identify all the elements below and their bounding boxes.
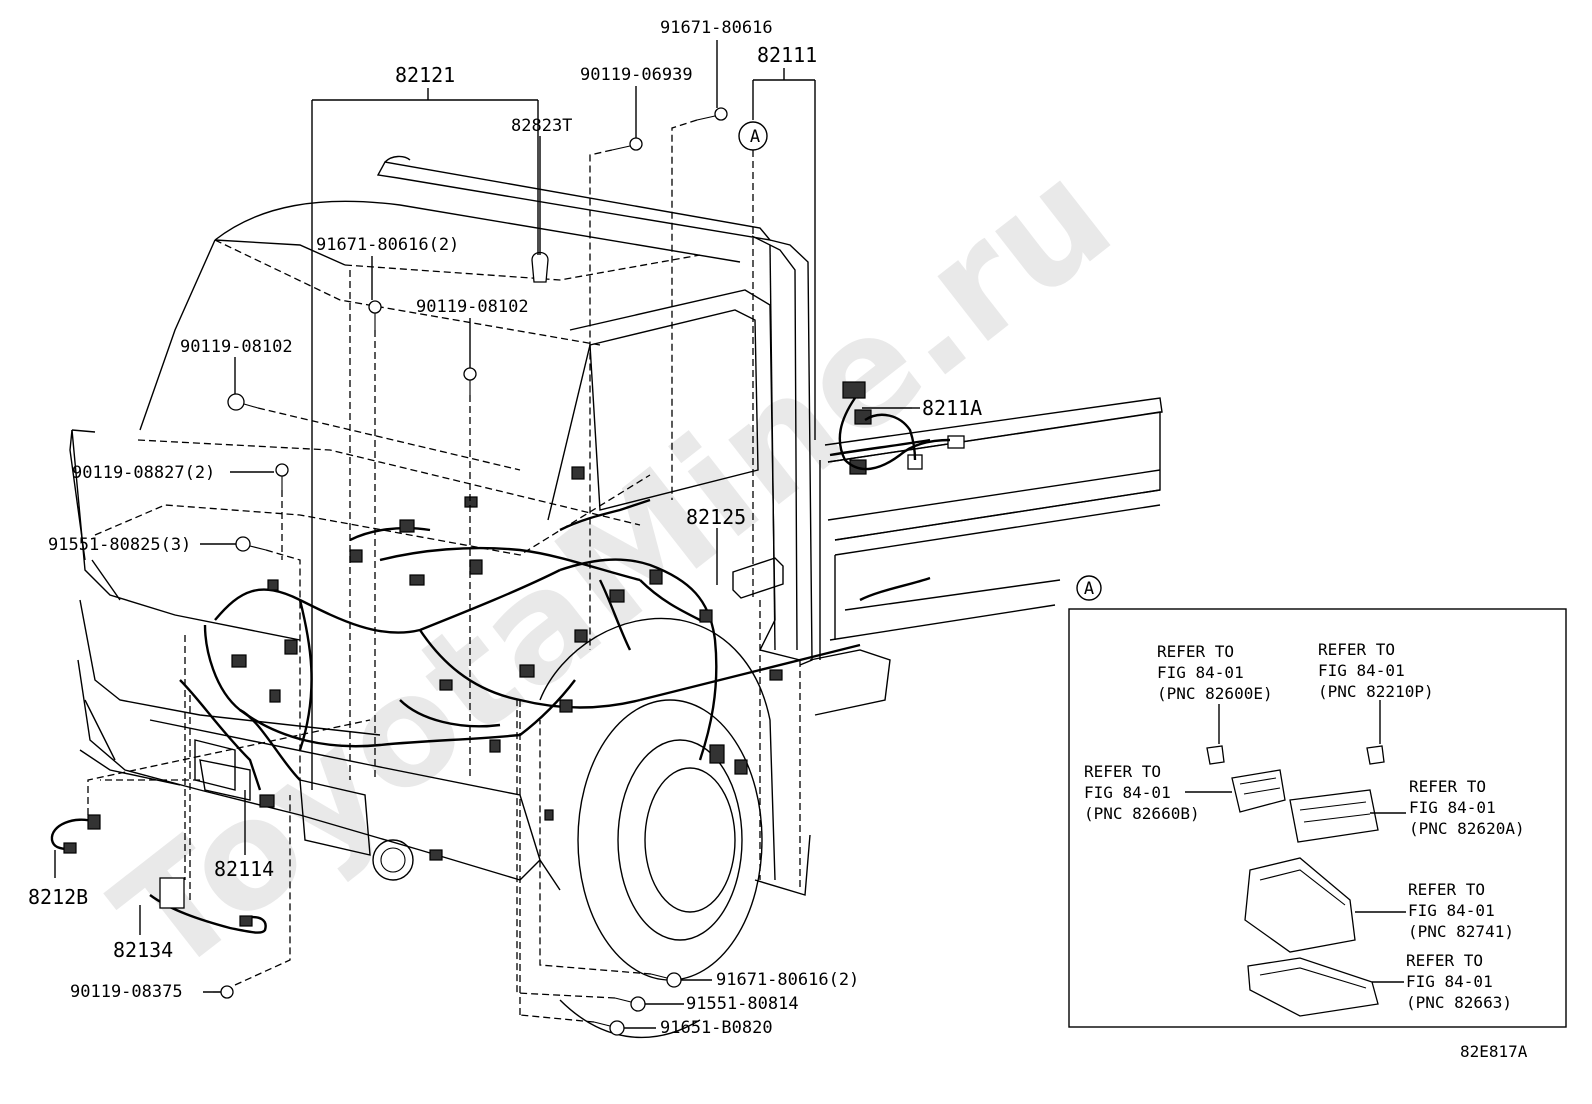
label-90119-08102-left: 90119-08102 bbox=[180, 337, 293, 357]
svg-text:(PNC 82741): (PNC 82741) bbox=[1408, 922, 1514, 941]
ref-82741: REFER TO FIG 84-01 (PNC 82741) bbox=[1408, 880, 1514, 941]
fasteners bbox=[213, 107, 728, 1036]
svg-text:(PNC 82663): (PNC 82663) bbox=[1406, 993, 1512, 1012]
svg-text:(PNC 82660B): (PNC 82660B) bbox=[1084, 804, 1200, 823]
svg-text:REFER TO: REFER TO bbox=[1318, 640, 1395, 659]
bolt-icon bbox=[463, 367, 477, 395]
svg-text:FIG 84-01: FIG 84-01 bbox=[1084, 783, 1171, 802]
wire-harness bbox=[50, 381, 965, 934]
svg-text:REFER TO: REFER TO bbox=[1084, 762, 1161, 781]
label-82125: 82125 bbox=[686, 505, 746, 529]
label-91671-80616-top: 91671-80616 bbox=[660, 18, 773, 38]
label-90119-06939: 90119-06939 bbox=[580, 65, 693, 85]
inset-detail-a: A REFER TO FIG 84-01 (PN bbox=[1068, 575, 1567, 1028]
ref-82663: REFER TO FIG 84-01 (PNC 82663) bbox=[1406, 951, 1512, 1012]
label-91551-80814: 91551-80814 bbox=[686, 994, 799, 1014]
label-91651-B0820: 91651-B0820 bbox=[660, 1018, 773, 1038]
svg-text:REFER TO: REFER TO bbox=[1409, 777, 1486, 796]
svg-text:FIG 84-01: FIG 84-01 bbox=[1406, 972, 1493, 991]
bolt-icon bbox=[614, 996, 646, 1012]
label-90119-08102-mid: 90119-08102 bbox=[416, 297, 529, 317]
svg-text:FIG 84-01: FIG 84-01 bbox=[1318, 661, 1405, 680]
label-8212B: 8212B bbox=[28, 885, 88, 909]
label-82121: 82121 bbox=[395, 63, 455, 87]
bolt-icon bbox=[275, 463, 289, 490]
diagram-code: 82E817A bbox=[1460, 1042, 1528, 1061]
label-82114: 82114 bbox=[214, 857, 274, 881]
leader-lines bbox=[54, 40, 920, 1029]
svg-text:FIG 84-01: FIG 84-01 bbox=[1409, 798, 1496, 817]
svg-text:REFER TO: REFER TO bbox=[1408, 880, 1485, 899]
bolt-icon bbox=[235, 536, 267, 552]
fuse-block-icon bbox=[1289, 789, 1379, 843]
inset-frame bbox=[1068, 608, 1567, 1028]
cover-icon bbox=[1244, 857, 1356, 953]
label-90119-08827-2: 90119-08827(2) bbox=[72, 463, 215, 483]
inset-callout-circle bbox=[1076, 575, 1102, 601]
svg-text:FIG 84-01: FIG 84-01 bbox=[1157, 663, 1244, 682]
bolt-icon bbox=[368, 300, 382, 330]
label-82134: 82134 bbox=[113, 938, 173, 962]
bolt-icon bbox=[650, 972, 682, 988]
ref-82210P: REFER TO FIG 84-01 (PNC 82210P) bbox=[1318, 640, 1434, 701]
label-90119-08375: 90119-08375 bbox=[70, 982, 183, 1002]
svg-text:(PNC 82600E): (PNC 82600E) bbox=[1157, 684, 1273, 703]
relay-block-icon bbox=[1231, 769, 1286, 813]
svg-text:FIG 84-01: FIG 84-01 bbox=[1408, 901, 1495, 920]
cover-icon bbox=[1247, 957, 1379, 1017]
inset-callout-label: A bbox=[1084, 579, 1094, 599]
label-91671-80616-2-bottom: 91671-80616(2) bbox=[716, 970, 859, 990]
ref-82660B: REFER TO FIG 84-01 (PNC 82660B) bbox=[1084, 762, 1200, 823]
svg-text:(PNC 82210P): (PNC 82210P) bbox=[1318, 682, 1434, 701]
clip-icon bbox=[531, 251, 549, 283]
label-91551-80825-3: 91551-80825(3) bbox=[48, 535, 191, 555]
ref-82600E: REFER TO FIG 84-01 (PNC 82600E) bbox=[1157, 642, 1273, 703]
bolt-icon bbox=[611, 137, 643, 151]
relay-icon bbox=[1206, 745, 1225, 765]
label-82111: 82111 bbox=[757, 43, 817, 67]
bolt-icon bbox=[696, 107, 728, 121]
callout-a-label: A bbox=[750, 127, 760, 147]
part-labels: 82121 82823T 90119-06939 91671-80616 821… bbox=[28, 18, 982, 1038]
truck-outline bbox=[69, 155, 1163, 1039]
svg-text:(PNC 82620A): (PNC 82620A) bbox=[1409, 819, 1525, 838]
label-91671-80616-2-mid: 91671-80616(2) bbox=[316, 235, 459, 255]
bolt-icon bbox=[227, 393, 259, 411]
relay-icon bbox=[1366, 745, 1385, 765]
svg-text:REFER TO: REFER TO bbox=[1157, 642, 1234, 661]
label-8211A: 8211A bbox=[922, 396, 982, 420]
label-82823T: 82823T bbox=[511, 116, 572, 136]
ref-82620A: REFER TO FIG 84-01 (PNC 82620A) bbox=[1409, 777, 1525, 838]
svg-text:REFER TO: REFER TO bbox=[1406, 951, 1483, 970]
